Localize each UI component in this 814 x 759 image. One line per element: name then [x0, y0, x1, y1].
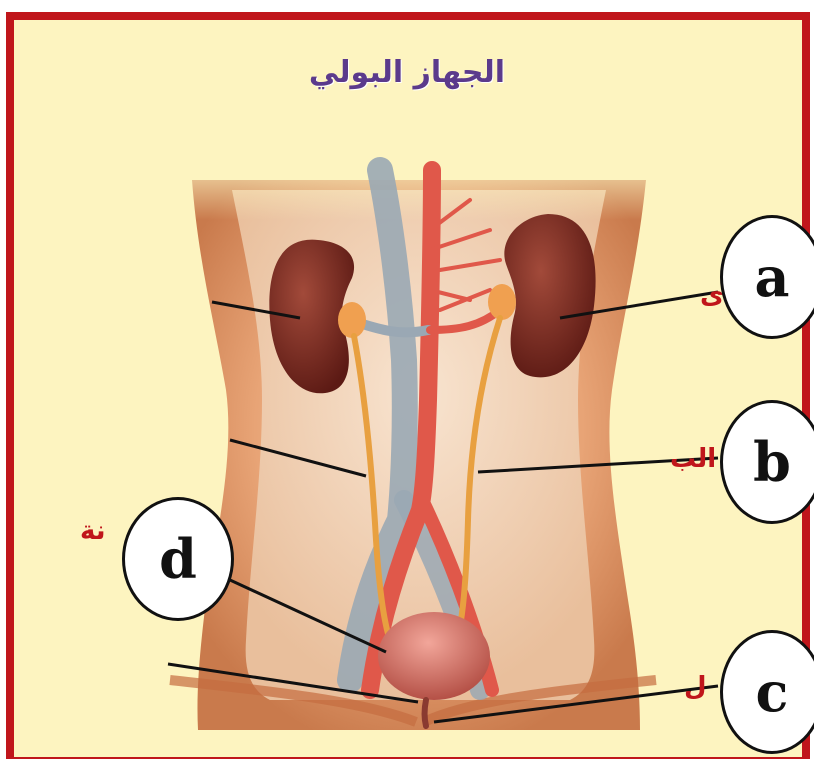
circle-marker-c: c	[720, 630, 814, 754]
partial-label-d: نة	[80, 516, 106, 546]
marker-letter-d: d	[159, 532, 197, 586]
circle-marker-b: b	[720, 400, 814, 524]
bladder	[378, 612, 490, 700]
circle-marker-a: a	[720, 215, 814, 339]
urethra	[425, 700, 427, 726]
renal-pelvis-left	[338, 302, 366, 338]
partial-label-c: ل	[684, 672, 707, 702]
marker-letter-c: c	[756, 665, 789, 719]
top-fade	[180, 150, 660, 220]
diagram-title: الجهاز البولي	[0, 55, 814, 90]
renal-pelvis-right	[488, 284, 516, 320]
marker-letter-a: a	[755, 250, 790, 304]
marker-letter-b: b	[753, 435, 791, 489]
circle-marker-d: d	[122, 497, 234, 621]
partial-label-b: الب	[670, 444, 716, 474]
